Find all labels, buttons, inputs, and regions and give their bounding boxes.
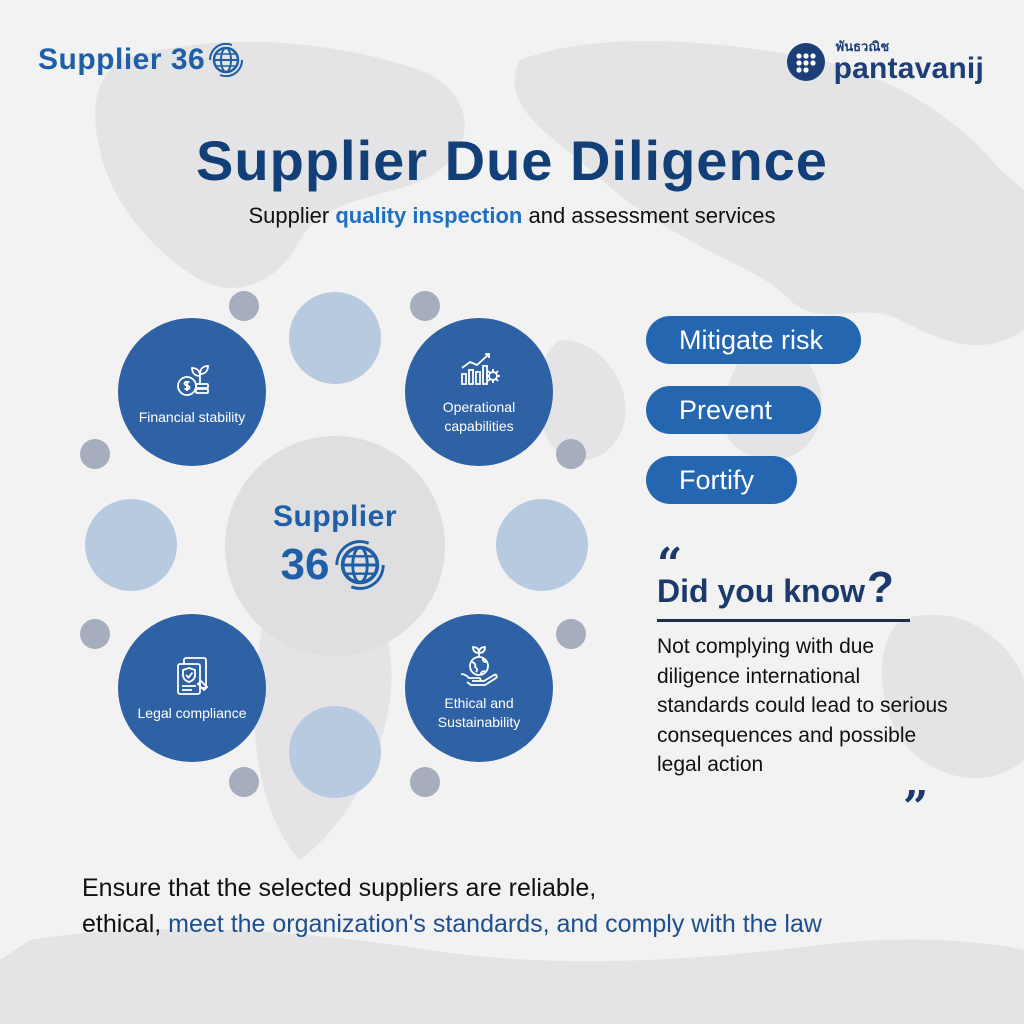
decor-dot: [229, 291, 259, 321]
feature-label: Operational capabilities: [442, 399, 516, 434]
feature-label: Ethical and Sustainability: [437, 695, 521, 730]
pill-fortify: Fortify: [646, 456, 797, 504]
feature-operational-capabilities: Operational capabilities: [405, 318, 553, 466]
decor-circle: [289, 292, 381, 384]
decor-dot: [229, 767, 259, 797]
globe-refresh-icon: [209, 42, 244, 78]
feature-label: Legal compliance: [137, 704, 247, 721]
page-subtitle: Supplier quality inspection and assessme…: [0, 203, 1024, 229]
subtitle-post: and assessment services: [522, 203, 776, 228]
decor-circle: [496, 499, 588, 591]
plant-money-icon: [177, 364, 209, 396]
pill-mitigate-risk: Mitigate risk: [646, 316, 861, 364]
supplier-360-logo: Supplier 36: [38, 40, 246, 80]
footer-line2-pre: ethical,: [82, 910, 169, 938]
footer-statement: Ensure that the selected suppliers are r…: [82, 870, 982, 942]
pantavanij-logo: พันธวณิช pantavanij: [786, 40, 984, 84]
decor-dot: [556, 439, 586, 469]
subtitle-highlight: quality inspection: [335, 203, 523, 228]
footer-line1: Ensure that the selected suppliers are r…: [82, 874, 597, 902]
decor-dot: [80, 619, 110, 649]
decor-dot: [410, 291, 440, 321]
decor-dot: [556, 619, 586, 649]
open-quote-mark: “: [657, 539, 683, 590]
hub-label-line1: Supplier: [272, 500, 397, 533]
question-mark: ?: [867, 563, 894, 612]
globe-refresh-icon: [335, 540, 386, 590]
decor-dot: [80, 439, 110, 469]
feature-financial-stability: Financial stability: [118, 318, 266, 466]
document-shield-icon: [177, 656, 209, 695]
supplier-360-logo-text: Supplier 36: [38, 43, 206, 76]
divider: [657, 619, 910, 622]
pantavanij-name: pantavanij: [833, 52, 984, 85]
feature-label: Financial stability: [138, 408, 246, 425]
feature-legal-compliance: Legal compliance: [118, 614, 266, 762]
footer-line2-highlight: meet the organization's standards, and c…: [168, 910, 822, 938]
feature-ethical-sustainability: Ethical and Sustainability: [405, 614, 553, 762]
subtitle-pre: Supplier: [248, 203, 336, 228]
close-quote-mark: ”: [903, 782, 929, 833]
pantavanij-dots-icon: [786, 43, 825, 81]
supplier-360-hub: [225, 436, 445, 656]
did-you-know-heading: Did you know?: [657, 563, 894, 613]
decor-dot: [410, 767, 440, 797]
pantavanij-thai-name: พันธวณิช: [835, 39, 890, 54]
decor-circle: [85, 499, 177, 591]
did-you-know-text: Did you know: [657, 573, 865, 609]
chart-gear-icon: [461, 353, 500, 385]
page-title: Supplier Due Diligence: [196, 129, 828, 192]
decor-circle: [289, 706, 381, 798]
pill-prevent: Prevent: [646, 386, 821, 434]
hub-label: Supplier 36: [225, 500, 445, 594]
did-you-know-body: Not complying with due diligence interna…: [657, 635, 948, 776]
globe-hand-sprout-icon: [460, 646, 498, 686]
hub-label-line2: 36: [280, 540, 330, 589]
